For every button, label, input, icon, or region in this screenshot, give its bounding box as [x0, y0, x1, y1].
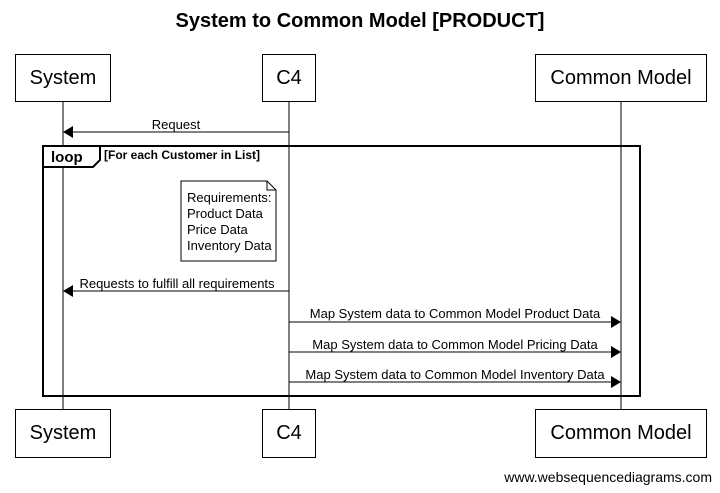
note-line-4: Inventory Data [187, 238, 272, 253]
note-line-1: Requirements: [187, 190, 272, 205]
note-line-3: Price Data [187, 222, 248, 237]
message-map-inventory-label: Map System data to Common Model Inventor… [305, 367, 605, 382]
actor-system-top: System [15, 54, 111, 102]
actor-common-model-bottom: Common Model [535, 409, 707, 458]
loop-keyword: loop [51, 149, 83, 166]
diagram-title: System to Common Model [PRODUCT] [175, 10, 545, 32]
note-line-2: Product Data [187, 206, 264, 221]
requirements-note [180, 180, 277, 262]
watermark-link[interactable]: www.websequencediagrams.com [504, 469, 712, 485]
loop-tab [42, 145, 101, 168]
message-request-label: Request [152, 117, 201, 132]
loop-frame [42, 145, 641, 397]
loop-condition: [For each Customer in List] [104, 148, 260, 162]
message-map-pricing-label: Map System data to Common Model Pricing … [312, 337, 598, 352]
message-requests-fulfill-label: Requests to fulfill all requirements [79, 276, 275, 291]
message-map-product-label: Map System data to Common Model Product … [310, 306, 601, 321]
actor-system-bottom: System [15, 409, 111, 458]
actor-common-model-top: Common Model [535, 54, 707, 102]
actor-c4-bottom: C4 [262, 409, 316, 458]
requirements-note-fold [266, 181, 276, 191]
actor-c4-top: C4 [262, 54, 316, 102]
